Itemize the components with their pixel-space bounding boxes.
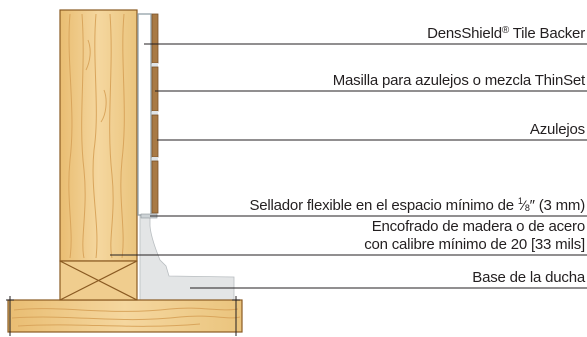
- bottom-plate-grain: [11, 307, 241, 327]
- tile-4: [151, 160, 159, 214]
- tile-1: [151, 13, 159, 64]
- tile-2: [151, 66, 159, 112]
- label-tiles: Azulejos: [529, 121, 585, 138]
- tile-grout-3: [152, 157, 158, 161]
- blocking-cross: [59, 260, 138, 301]
- label-sealant: Sellador flexible en el espacio mínimo d…: [249, 196, 585, 215]
- label-tile-backer: DensShield® Tile Backer: [427, 25, 585, 42]
- label-framing-line1: Encofrado de madera o de acero: [371, 218, 586, 235]
- label-framing-line2: con calibre mínimo de 20 [33 mils]: [364, 236, 585, 253]
- plate-left-break: [6, 296, 14, 336]
- stud-grain: [68, 13, 125, 259]
- label-mortar: Masilla para azulejos o mezcla ThinSet: [332, 72, 585, 89]
- tile-grout-1: [152, 63, 158, 67]
- tile-grout-2: [152, 111, 158, 115]
- tile-3: [151, 114, 159, 158]
- plate-right-break: [232, 296, 240, 336]
- label-shower-base: Base de la ducha: [472, 269, 585, 286]
